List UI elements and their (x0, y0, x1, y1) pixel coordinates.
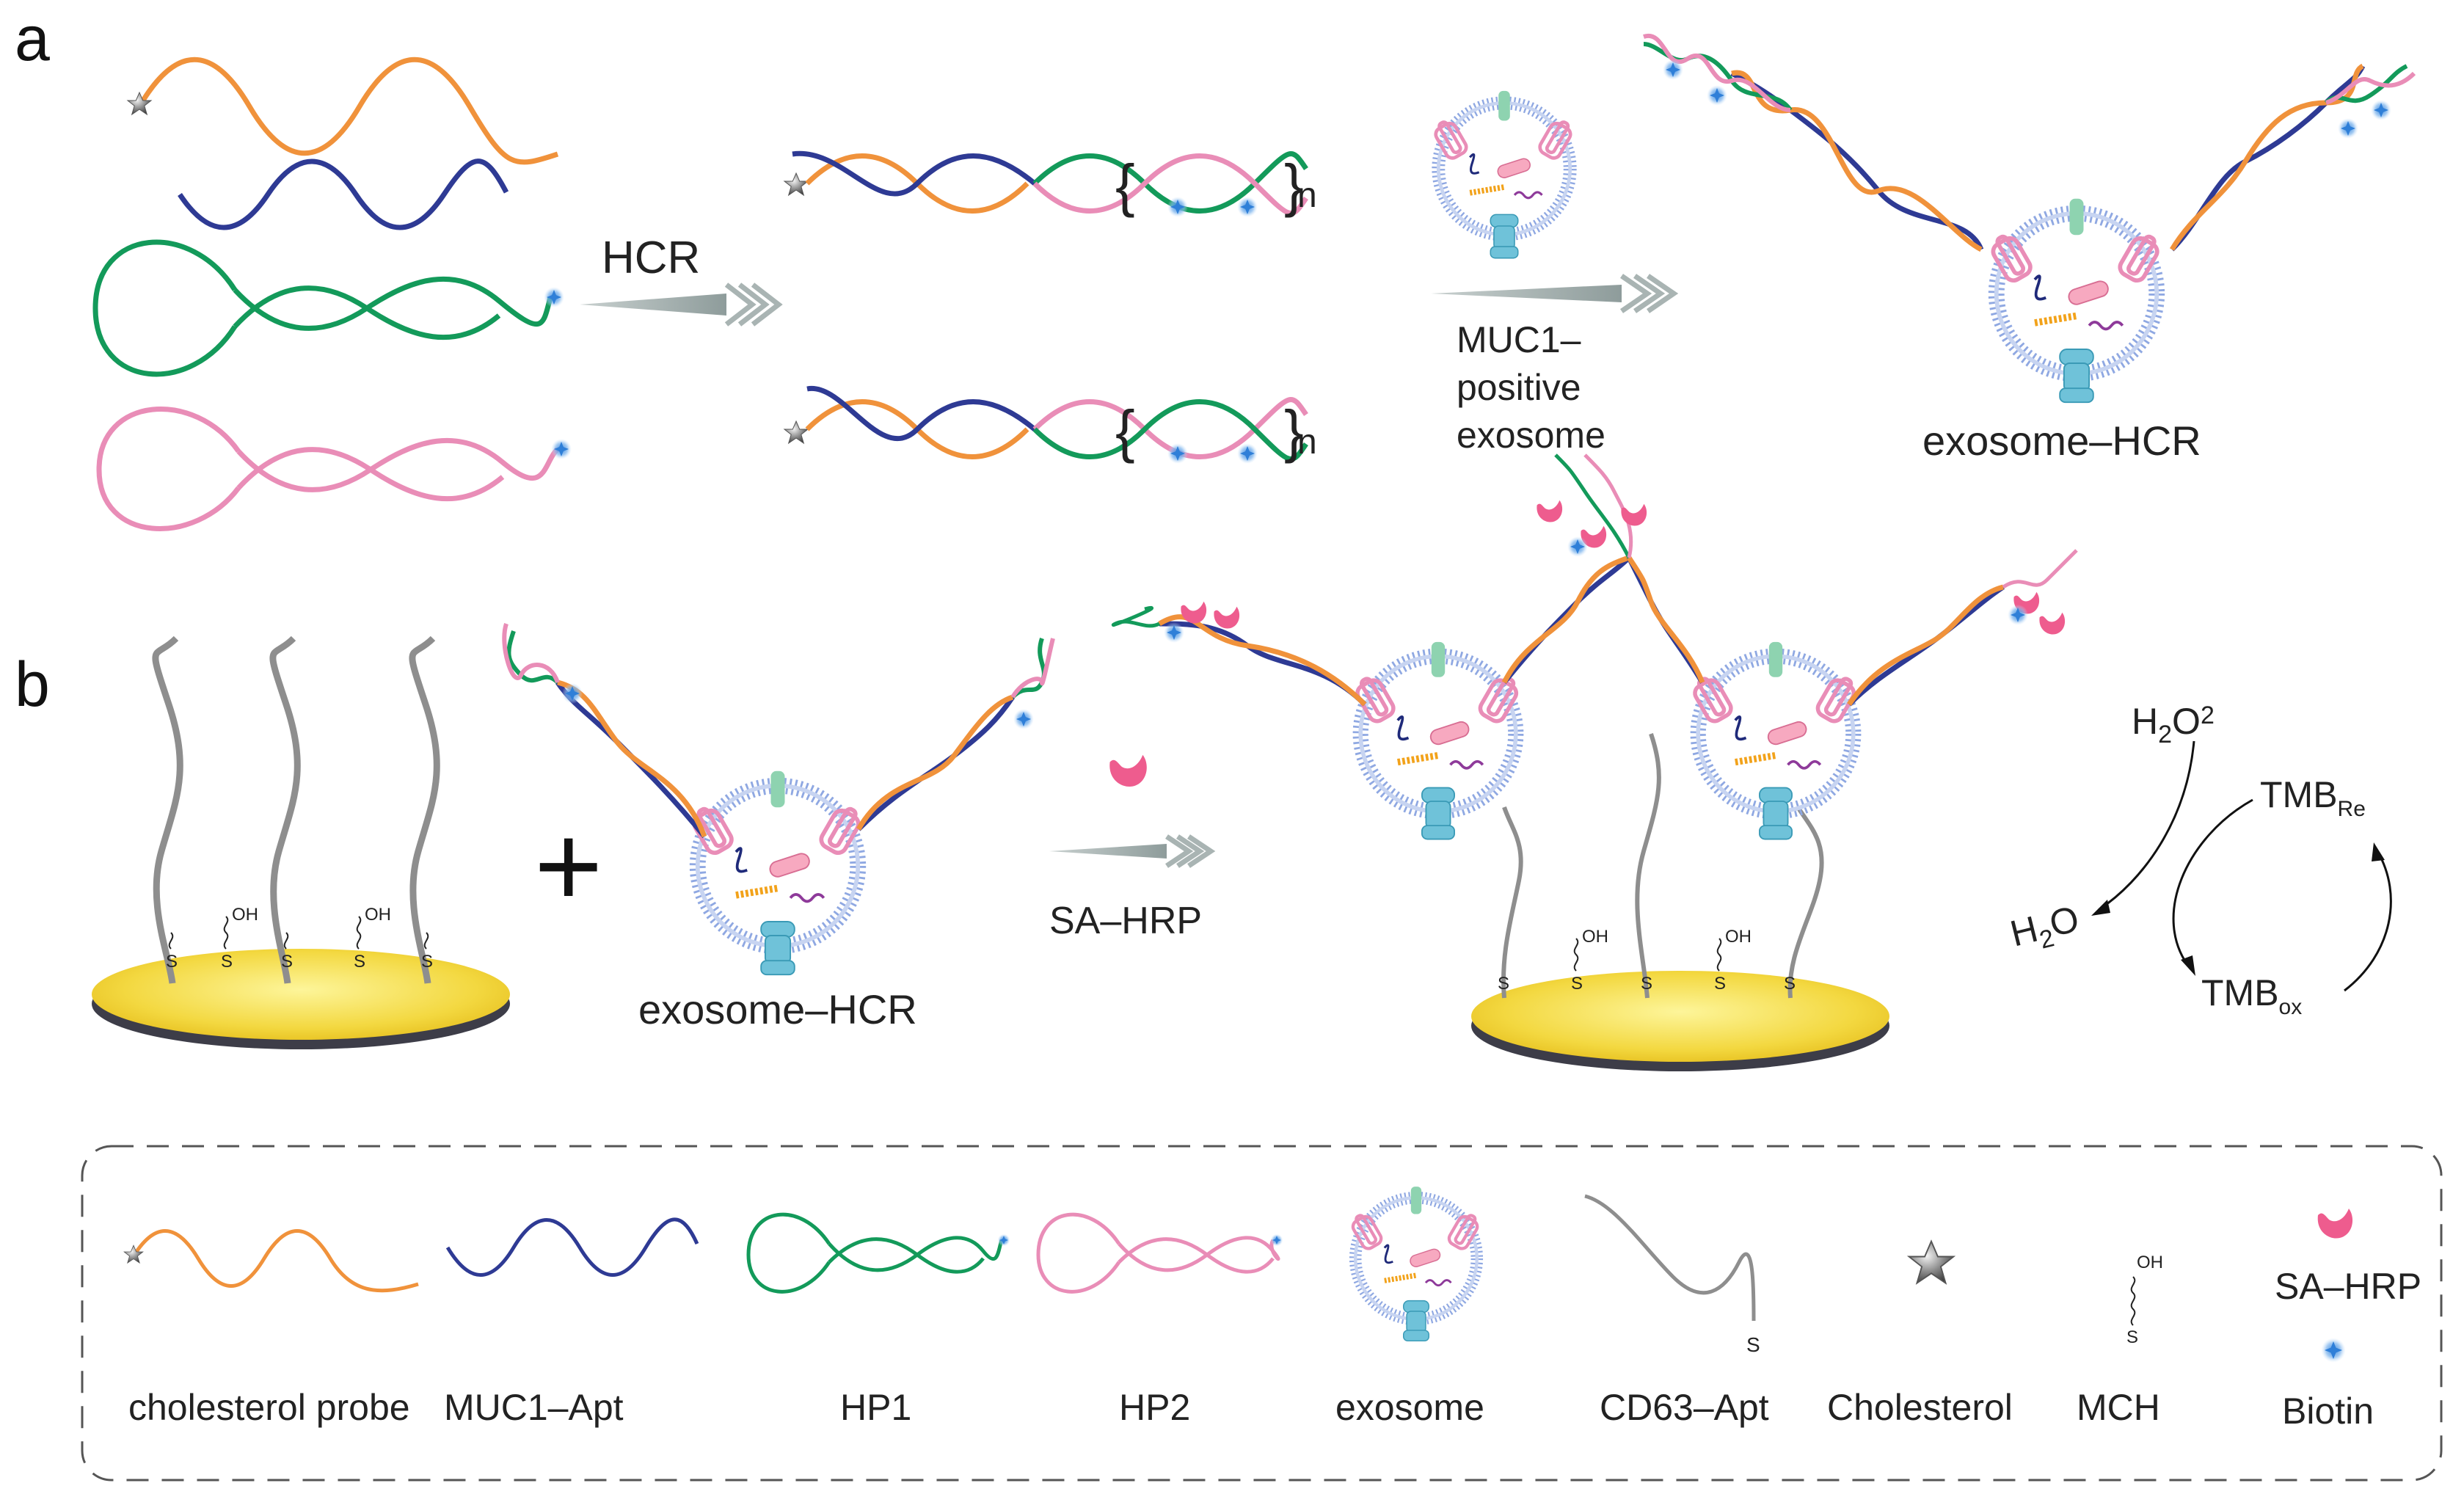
tmb-cycle: H2O2 TMBRe H2O TMBox (2006, 701, 2392, 1019)
legend-mch-s: S (2126, 1327, 2138, 1347)
electrode-left-aptamers (152, 635, 440, 984)
electrode-left-thiols: S S S S S OH OH (166, 905, 433, 972)
exosome-step-label-3: exosome (1457, 415, 1605, 456)
svg-text:{: { (1115, 153, 1135, 218)
sa-hrp-step-label: SA–HRP (1049, 900, 1202, 942)
hcr-product-top: { } (784, 150, 1308, 218)
sa-hrp-arrow (1049, 834, 1216, 868)
legend-icon-cholesterol-probe (123, 1229, 419, 1293)
legend-icon-cd63-apt (1584, 1194, 1756, 1322)
svg-text:S: S (221, 952, 233, 972)
svg-text:S: S (281, 952, 293, 972)
legend-icon-cholesterol (1908, 1240, 1955, 1284)
legend-mch-oh: OH (2137, 1253, 2163, 1272)
svg-text:OH: OH (232, 905, 258, 925)
panel-a-hp1 (92, 239, 564, 377)
hcr-repeat-n-bottom: n (1297, 423, 1317, 462)
svg-text:OH: OH (1582, 927, 1608, 947)
panel-a-exosome-hcr (1643, 33, 2416, 402)
legend-icon-mch (2130, 1276, 2136, 1326)
legend-label-hp1: HP1 (840, 1387, 911, 1428)
legend-icon-hp2 (1036, 1212, 1283, 1294)
bound-top-hcr-branch (1537, 453, 1647, 559)
hcr-arrow (580, 283, 783, 327)
electrode-right-aptamers (1501, 733, 1824, 999)
h2o2-label: H2O2 (2132, 701, 2215, 748)
panel-a-muc1-apt (178, 158, 509, 230)
legend-icon-exosome (1351, 1187, 1481, 1341)
svg-text:S: S (421, 952, 433, 972)
svg-text:OH: OH (365, 905, 391, 925)
legend-label-biotin: Biotin (2282, 1391, 2374, 1432)
svg-text:S: S (166, 952, 178, 972)
legend-cd63-s: S (1746, 1333, 1760, 1356)
panel-a-cholesterol-probe (127, 57, 559, 165)
legend-label-hp2: HP2 (1119, 1387, 1190, 1428)
panel-a-result-label: exosome–HCR (1922, 418, 2201, 464)
svg-text:S: S (1498, 974, 1509, 994)
exosome-step-label-1: MUC1– (1457, 319, 1581, 360)
legend-label-cd63-apt: CD63–Apt (1600, 1387, 1769, 1428)
panel-label-a: a (15, 4, 50, 74)
plus-sign: + (534, 800, 602, 931)
gold-electrode-right (1471, 971, 1889, 1071)
legend-icon-sa-hrp (2317, 1209, 2353, 1239)
electrode-right-mch-linkers (1573, 938, 1722, 972)
exosome-arrow (1431, 274, 1679, 313)
legend-label-mch: MCH (2077, 1387, 2160, 1428)
panel-b-exosome-hcr (502, 623, 1055, 974)
svg-text:OH: OH (1725, 927, 1752, 947)
panel-b-exosome-label: exosome–HCR (638, 986, 917, 1032)
sa-hrp-enzyme-icon (1109, 754, 1147, 787)
svg-text:S: S (354, 952, 365, 972)
legend-labels: cholesterol probe MUC1–Apt HP1 HP2 exoso… (128, 1266, 2421, 1432)
legend-label-sa-hrp: SA–HRP (2275, 1266, 2421, 1307)
legend-label-exosome: exosome (1335, 1387, 1484, 1428)
legend-label-cholesterol: Cholesterol (1827, 1387, 2013, 1428)
tmb-re-label: TMBRe (2260, 774, 2366, 821)
svg-text:S: S (1641, 974, 1652, 994)
svg-text:S: S (1714, 974, 1726, 994)
panel-label-b: b (15, 649, 50, 720)
legend-icon-biotin (2321, 1338, 2346, 1363)
legend-label-cholesterol-probe: cholesterol probe (128, 1387, 410, 1428)
svg-text:}: } (1284, 153, 1304, 218)
panel-a-hp2 (96, 407, 572, 531)
legend-icon-hp1 (746, 1212, 1010, 1294)
legend-icon-muc1-apt (445, 1217, 699, 1277)
hcr-product-bottom: { } (784, 386, 1308, 464)
h2o-label: H2O (2006, 898, 2085, 961)
svg-text:S: S (1784, 974, 1796, 994)
legend-label-muc1-apt: MUC1–Apt (444, 1387, 624, 1428)
panel-a-exosome (1433, 91, 1574, 258)
svg-text:S: S (1571, 974, 1583, 994)
svg-text:}: } (1284, 398, 1304, 464)
electrode-left-mch-linkers (168, 916, 429, 950)
svg-text:{: { (1115, 398, 1135, 464)
hcr-repeat-n-top: n (1297, 176, 1317, 215)
gold-electrode-left (92, 949, 510, 1049)
electrode-right-thiols: S S S S S OH OH (1498, 927, 1796, 994)
legend-box (81, 1145, 2443, 1482)
tmb-ox-label: TMBox (2201, 972, 2302, 1019)
bound-exosome-right (1626, 549, 2078, 839)
hcr-label: HCR (602, 233, 700, 283)
exosome-step-label-2: positive (1457, 367, 1581, 408)
bound-exosome-left (1111, 555, 1631, 839)
